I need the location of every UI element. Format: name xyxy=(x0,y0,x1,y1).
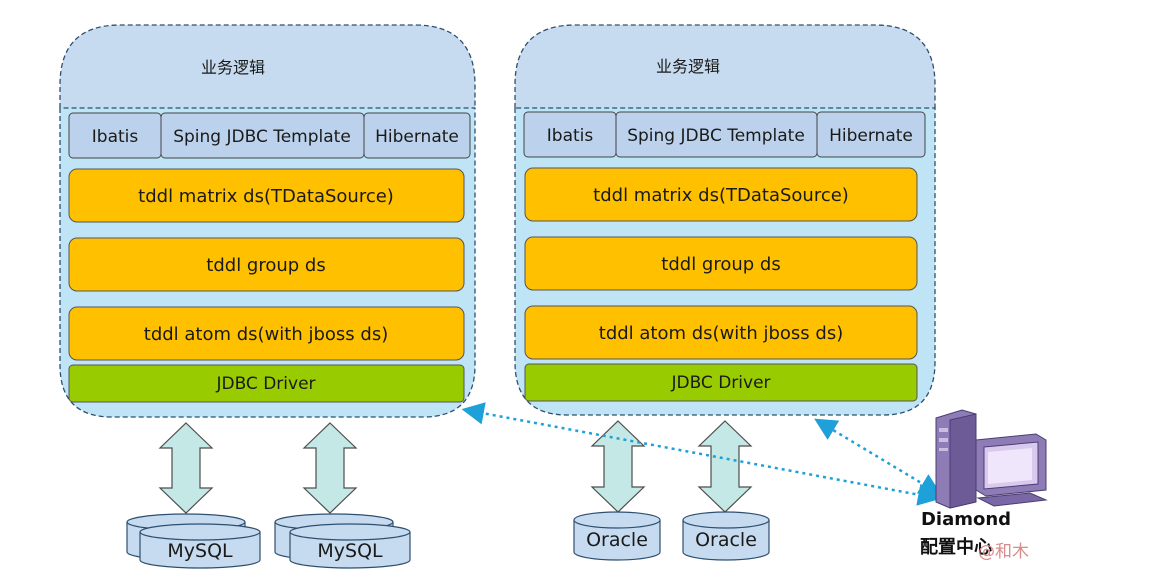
left-databases: MySQL MySQL xyxy=(126,513,411,569)
right-framework-spring-jdbc: Sping JDBC Template xyxy=(627,126,805,146)
right-layer-group: tddl group ds xyxy=(661,254,780,275)
database-icon xyxy=(682,511,770,561)
left-tddl-layers: tddl matrix ds(TDataSource) tddl group d… xyxy=(68,168,465,361)
left-jdbc-driver-label: JDBC Driver xyxy=(215,374,315,394)
left-jdbc-driver-box xyxy=(68,364,465,403)
left-framework-ibatis: Ibatis xyxy=(92,127,139,147)
right-db-label-1: Oracle xyxy=(586,529,648,551)
database-icon xyxy=(274,513,411,569)
right-panel-frame xyxy=(514,24,936,108)
database-icon xyxy=(573,511,661,561)
right-app-panel: 业务逻辑 Ibatis Sping JDBC Template Hibernat… xyxy=(514,24,936,416)
config-links xyxy=(461,402,942,506)
config-center-label: 配置中心 xyxy=(920,536,992,558)
right-layer-matrix: tddl matrix ds(TDataSource) xyxy=(593,185,849,206)
left-panel-title: 业务逻辑 xyxy=(201,58,265,77)
double-arrow-icon xyxy=(697,420,753,513)
diamond-label: Diamond xyxy=(921,509,1011,530)
left-framework-hibernate: Hibernate xyxy=(375,127,459,147)
right-frameworks-row: Ibatis Sping JDBC Template Hibernate xyxy=(523,111,926,158)
right-layer-atom: tddl atom ds(with jboss ds) xyxy=(599,323,843,344)
computer-icon xyxy=(935,409,1048,509)
left-db-label-2: MySQL xyxy=(317,540,383,562)
right-panel-title: 业务逻辑 xyxy=(656,57,720,76)
left-frameworks-row: Ibatis Sping JDBC Template Hibernate xyxy=(68,112,471,159)
right-framework-ibatis: Ibatis xyxy=(547,126,594,146)
right-databases: Oracle Oracle xyxy=(573,511,770,561)
database-icon xyxy=(126,513,261,569)
config-link-right xyxy=(814,418,942,496)
left-panel-frame xyxy=(59,24,476,108)
diamond-config-center: Diamond 配置中心 xyxy=(920,409,1048,558)
left-layer-atom: tddl atom ds(with jboss ds) xyxy=(144,324,388,345)
double-arrow-icon xyxy=(158,422,214,514)
left-layer-group: tddl group ds xyxy=(206,255,325,276)
right-jdbc-driver-label: JDBC Driver xyxy=(670,373,770,393)
double-arrow-icon xyxy=(590,420,646,513)
double-arrow-icon xyxy=(302,422,358,514)
right-tddl-layers: tddl matrix ds(TDataSource) tddl group d… xyxy=(524,167,918,360)
right-framework-hibernate: Hibernate xyxy=(829,126,913,146)
left-framework-spring-jdbc: Sping JDBC Template xyxy=(173,127,351,147)
watermark: @和木 xyxy=(978,542,1029,562)
left-app-panel: 业务逻辑 Ibatis Sping JDBC Template Hibernat… xyxy=(59,24,476,418)
db-connection-arrows xyxy=(158,420,753,514)
config-link-left xyxy=(461,402,941,506)
left-layer-matrix: tddl matrix ds(TDataSource) xyxy=(138,186,394,207)
left-db-label-1: MySQL xyxy=(167,540,233,562)
right-db-label-2: Oracle xyxy=(695,529,757,551)
right-jdbc-driver-box xyxy=(524,363,918,402)
